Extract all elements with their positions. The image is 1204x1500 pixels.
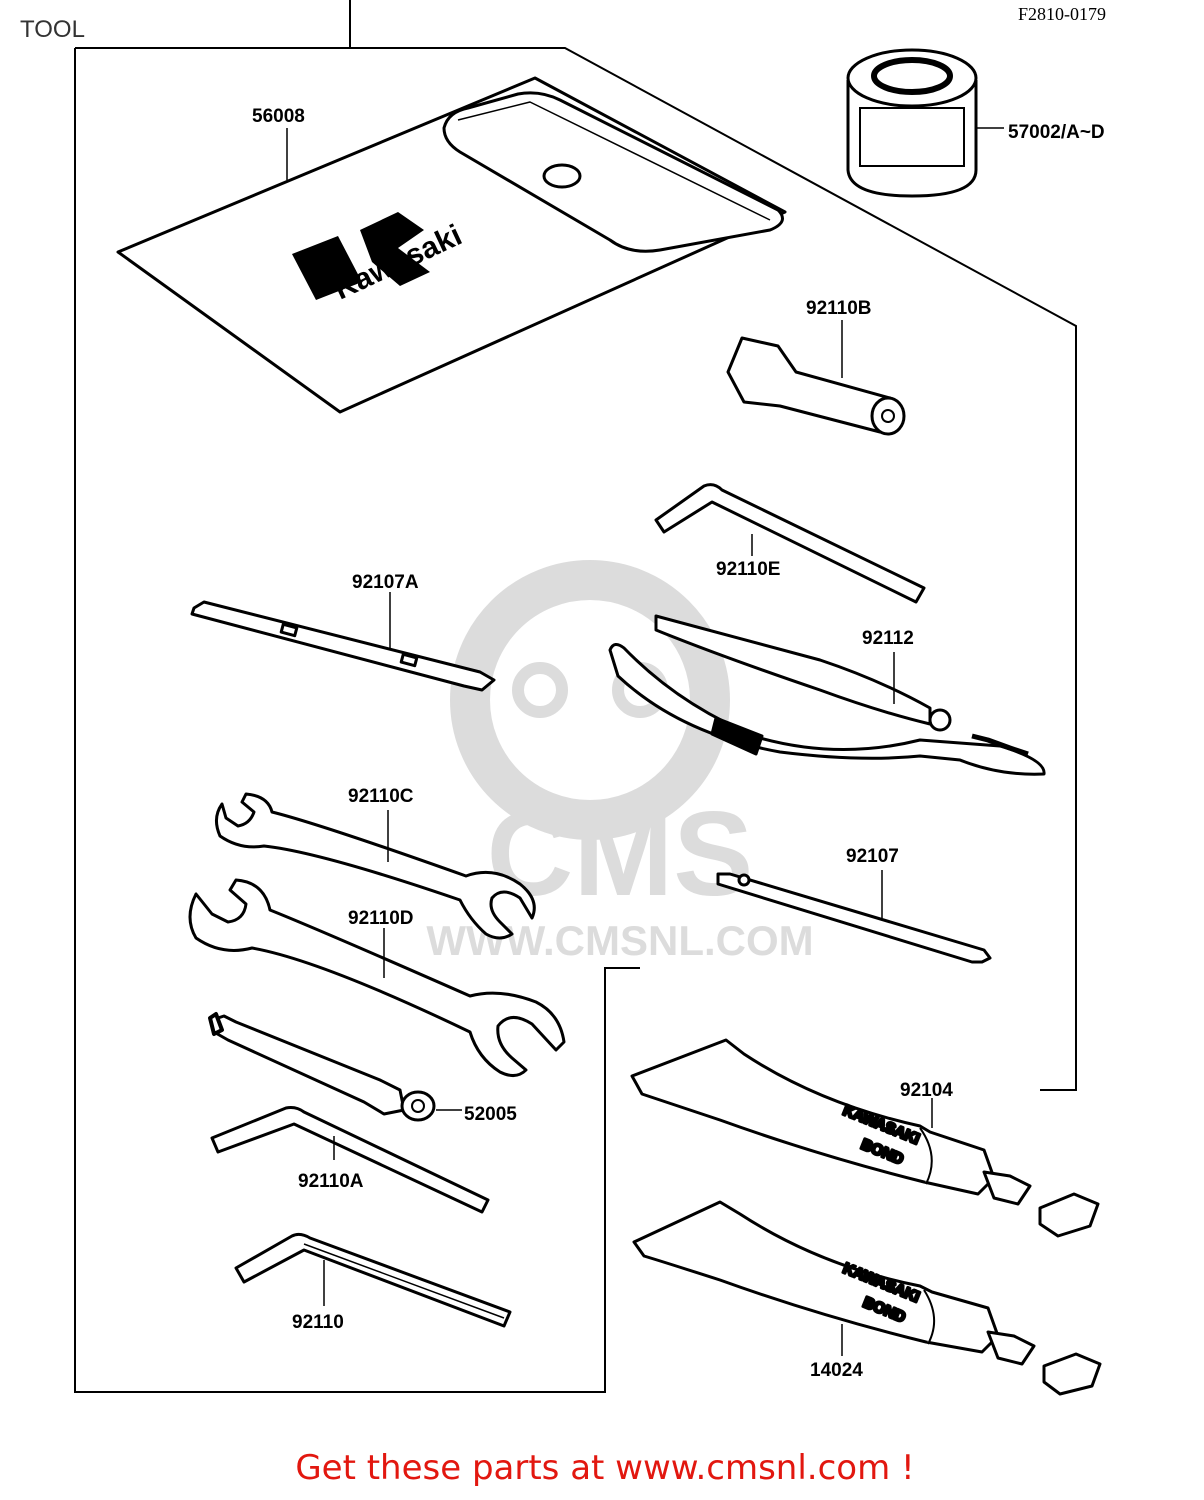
label-14024: 14024 xyxy=(810,1360,863,1381)
screwdriver xyxy=(716,872,992,964)
label-92104: 92104 xyxy=(900,1080,953,1101)
watermark-goggle-left-icon xyxy=(512,662,568,718)
hex-key-e xyxy=(654,483,926,604)
wrench-d xyxy=(188,878,566,1077)
label-92110: 92110 xyxy=(292,1312,344,1333)
label-52005: 52005 xyxy=(464,1104,517,1125)
tube-cap-icon xyxy=(1038,1192,1100,1238)
screwdriver-bit xyxy=(190,600,496,692)
tool-pouch: Kawasaki xyxy=(116,76,787,414)
label-92107A: 92107A xyxy=(352,572,419,593)
bond-tube-92104: KAWASAKI BOND xyxy=(630,1038,1100,1238)
label-56008: 56008 xyxy=(252,106,305,127)
label-92110B: 92110B xyxy=(806,298,872,319)
label-92112: 92112 xyxy=(862,628,914,649)
label-92107: 92107 xyxy=(846,846,899,867)
box-wrench xyxy=(726,336,906,436)
label-92110A: 92110A xyxy=(298,1171,364,1192)
watermark-mascot-icon xyxy=(450,560,730,840)
label-92110D: 92110D xyxy=(348,908,414,929)
hex-key-a xyxy=(210,1106,490,1214)
plug-wrench-handle xyxy=(208,1012,436,1122)
hex-key xyxy=(234,1232,512,1328)
footer-cta-link[interactable]: Get these parts at www.cmsnl.com ! xyxy=(295,1448,915,1488)
tube-cap-icon xyxy=(1042,1352,1102,1396)
label-92110C: 92110C xyxy=(348,786,414,807)
grease-can xyxy=(846,48,978,198)
label-57002: 57002/A~D xyxy=(1008,122,1105,143)
pliers xyxy=(608,614,1046,776)
label-92110E: 92110E xyxy=(716,559,780,580)
page-title: TOOL xyxy=(20,16,85,43)
wrench-c xyxy=(215,792,536,940)
bond-tube-14024: KAWASAKI BOND xyxy=(632,1200,1102,1396)
kit-boundary xyxy=(74,0,1077,1393)
watermark: CMS WWW.CMSNL.COM xyxy=(426,560,814,964)
figure-code: F2810-0179 xyxy=(1018,4,1107,24)
pouch-snap-icon xyxy=(542,163,582,189)
